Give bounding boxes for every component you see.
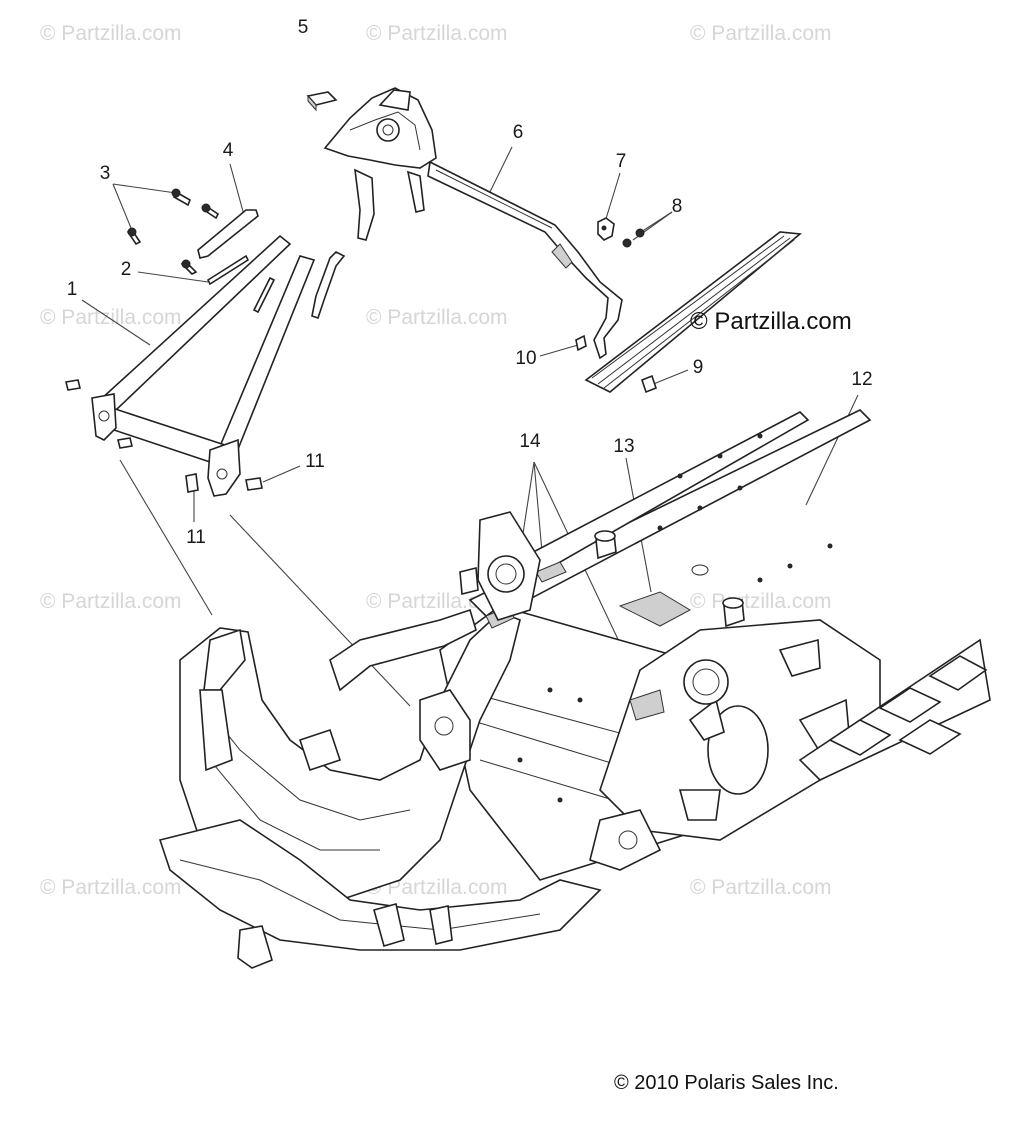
part-2-rod: [206, 254, 276, 314]
part-footrest-rail: [584, 231, 802, 393]
watermark: © Partzilla.com: [366, 22, 508, 45]
part-7-bracket: [597, 217, 615, 241]
part-4-cable: [197, 209, 346, 320]
part-1-front-frame: [65, 234, 316, 497]
callout-11-lower: 11: [186, 527, 206, 548]
watermark: © Partzilla.com: [366, 590, 508, 613]
callout-9: 9: [692, 357, 704, 378]
callout-13: 13: [613, 436, 635, 457]
watermark: © Partzilla.com: [366, 306, 508, 329]
callout-7: 7: [615, 151, 627, 172]
watermark: © Partzilla.com: [40, 590, 182, 613]
callout-6: 6: [512, 122, 524, 143]
callout-4: 4: [222, 140, 234, 161]
callout-5: 5: [297, 17, 309, 38]
watermark: © Partzilla.com: [40, 22, 182, 45]
watermark: © Partzilla.com: [366, 876, 508, 899]
copyright-text: © 2010 Polaris Sales Inc.: [614, 1072, 839, 1094]
part-10-clip: [575, 334, 587, 352]
part-6-steering-post: [323, 87, 623, 360]
callout-3: 3: [99, 163, 111, 184]
callout-2: 2: [120, 259, 132, 280]
callout-1: 1: [66, 279, 78, 300]
watermark: © Partzilla.com: [40, 876, 182, 899]
part-3-bolts: [126, 188, 220, 275]
part-9-clip: [641, 374, 657, 394]
brand-watermark: © Partzilla.com: [690, 308, 852, 335]
watermark: © Partzilla.com: [40, 306, 182, 329]
watermark: © Partzilla.com: [690, 876, 832, 899]
part-5-pad: [306, 91, 338, 112]
callout-14: 14: [519, 431, 541, 452]
callout-12: 12: [851, 369, 873, 390]
callout-10: 10: [515, 348, 537, 369]
callout-8: 8: [671, 196, 683, 217]
main-chassis: [158, 409, 991, 969]
watermark: © Partzilla.com: [690, 22, 832, 45]
callout-11: 11: [305, 451, 325, 472]
part-8-nuts: [622, 228, 645, 248]
